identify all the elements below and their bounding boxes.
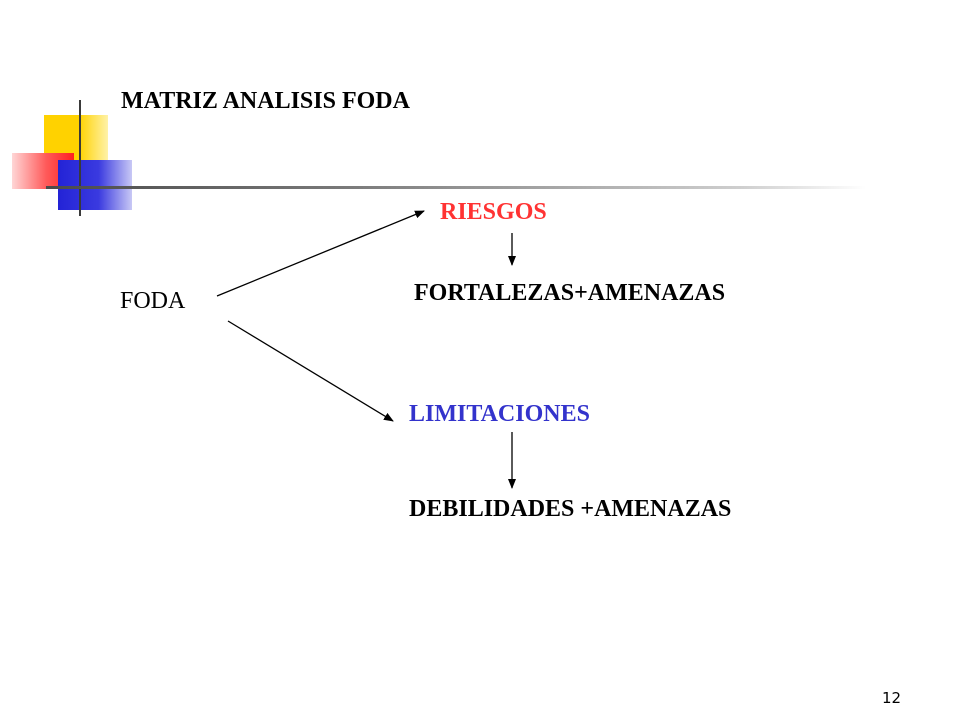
arrow-foda-to-riesgos <box>216 210 425 297</box>
node-riesgos: RIESGOS <box>440 199 547 225</box>
slide-title: MATRIZ ANALISIS FODA <box>121 88 410 114</box>
decorative-vertical-line <box>79 100 81 216</box>
arrow-foda-to-limitaciones <box>227 320 394 422</box>
node-debilidades-amenazas: DEBILIDADES +AMENAZAS <box>409 496 732 522</box>
page-number: 12 <box>882 689 902 707</box>
decorative-blue-square <box>58 160 132 210</box>
node-limitaciones: LIMITACIONES <box>409 401 590 427</box>
title-divider-line <box>46 186 866 189</box>
root-node-foda: FODA <box>120 288 186 314</box>
node-fortalezas-amenazas: FORTALEZAS+AMENAZAS <box>414 280 726 306</box>
